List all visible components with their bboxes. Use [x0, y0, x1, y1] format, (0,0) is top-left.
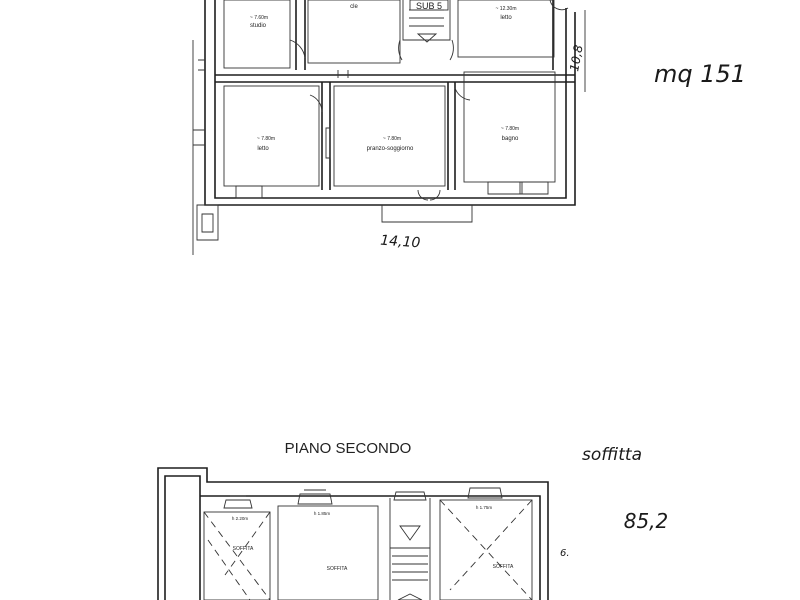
window-block: [223, 495, 253, 509]
room-name-label: cle: [350, 4, 358, 10]
soffitta-room-3-outline: [439, 499, 533, 600]
stair-label-box: [409, 0, 449, 11]
room-name-label: letto: [257, 146, 269, 152]
door-swing-icon: [337, 70, 349, 78]
dimension-depth-note: 10,8: [567, 43, 585, 72]
room-area-label: ~ 7.60m: [250, 15, 268, 21]
floor-title: PIANO SECONDO: [285, 440, 412, 457]
upper-entrance-step: [381, 205, 473, 223]
upper-outer-wall: [204, 0, 576, 206]
soffitta-room-1-outline: [203, 511, 271, 600]
floor-note: soffitta: [582, 445, 642, 465]
room-name-label: SOFFITA: [233, 546, 254, 552]
window-block: [235, 185, 263, 199]
second-floor-plan: [157, 467, 549, 600]
door-swing-icon: [398, 39, 403, 61]
room-letto-bottom-outline: [223, 85, 320, 187]
room-height-label: h 2.20m: [232, 516, 249, 521]
room-studio-outline: [223, 0, 291, 69]
stair-label: SUB 5: [416, 1, 442, 11]
room-name-label: SOFFITA: [327, 566, 348, 572]
roof-slope-lines: [203, 511, 271, 600]
door-swing-icon: [289, 39, 306, 59]
room-name-label: pranzo-soggiorno: [367, 146, 414, 152]
window-block: [297, 489, 333, 505]
window-block: [467, 487, 503, 499]
upper-floor-plan: [192, 0, 586, 255]
room-height-label: h 1.75m: [476, 505, 493, 510]
floor-area-value: 85,2: [624, 509, 669, 533]
second-stair: [389, 498, 431, 600]
room-letto-top-outline: [457, 0, 555, 58]
upper-left-annex: [192, 40, 219, 255]
room-pranzo-outline: [333, 85, 446, 187]
door-swing-icon: [449, 39, 454, 61]
door-swing-icon: [309, 94, 323, 113]
room-area-label: ~ 12.30m: [496, 6, 517, 12]
door-swing-icon: [417, 189, 441, 201]
room-area-label: ~ 7.80m: [257, 136, 275, 142]
room-height-label: h 1.85m: [314, 511, 331, 516]
room-name-label: SOFFITA: [493, 564, 514, 570]
room-area-label: ~ 7.80m: [501, 126, 519, 132]
room-cle-outline: [307, 0, 401, 64]
window-block: [393, 491, 427, 501]
dimension-width-note: 14,10: [380, 233, 421, 252]
upper-corridor-walls: [215, 0, 575, 190]
second-outer-wall: [157, 467, 549, 600]
room-area-label: ~ 7.80m: [383, 136, 401, 142]
area-annotation: mq 151: [654, 60, 746, 88]
window-block: [487, 181, 549, 195]
door-swing-icon: [454, 87, 471, 101]
roof-slope-lines: [439, 499, 533, 600]
room-name-label: studio: [250, 23, 267, 29]
room-name-label: bagno: [502, 136, 519, 142]
window-block: [325, 127, 331, 159]
door-swing-icon: [549, 0, 569, 11]
soffitta-room-2-outline: [277, 505, 379, 600]
room-name-label: letto: [500, 15, 512, 21]
side-mark: 6.: [560, 548, 570, 559]
